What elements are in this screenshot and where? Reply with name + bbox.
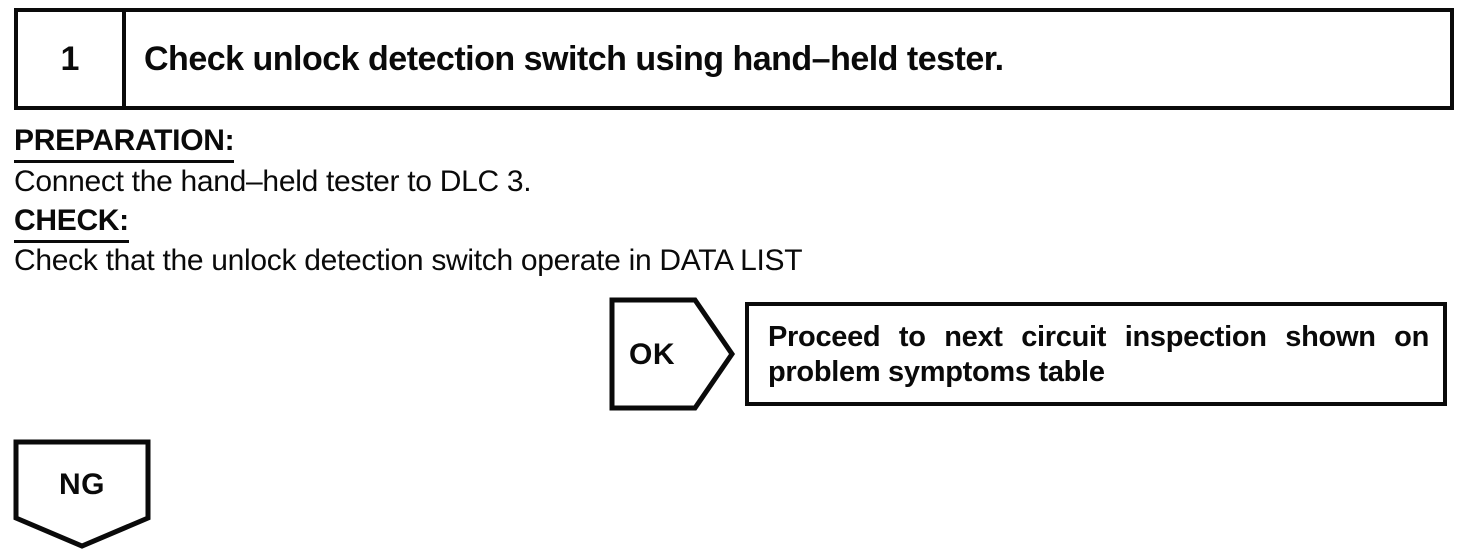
ok-arrow-icon	[609, 297, 736, 411]
step-header-box: 1 Check unlock detection switch using ha…	[14, 8, 1454, 110]
preparation-text: Connect the hand–held tester to DLC 3.	[14, 165, 532, 198]
step-title: Check unlock detection switch using hand…	[144, 39, 1004, 78]
ok-connector-label: OK	[629, 338, 675, 371]
ng-connector-label: NG	[59, 468, 105, 501]
step-number: 1	[18, 12, 126, 106]
ok-action-box: Proceed to next circuit inspection shown…	[745, 302, 1447, 406]
ok-connector: OK	[608, 296, 736, 412]
ng-connector: NG	[12, 438, 152, 550]
ng-arrow-icon	[13, 439, 151, 549]
ok-action-line-1: Proceed to next circuit inspection shown…	[768, 321, 1429, 353]
preparation-label: PREPARATION:	[14, 126, 235, 163]
check-label: CHECK:	[14, 206, 129, 243]
check-text: Check that the unlock detection switch o…	[14, 244, 803, 277]
ok-action-line-2: problem symptoms table	[768, 356, 1105, 388]
